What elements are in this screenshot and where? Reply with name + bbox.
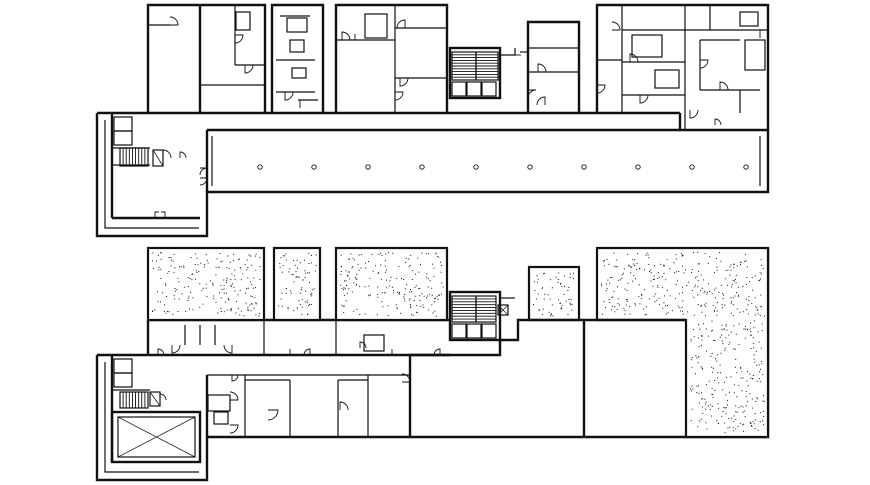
lower-central-stair [448,290,515,342]
corridor-columns [257,164,749,170]
upper-floor-plan [95,3,770,238]
upper-north-rooms [146,3,449,113]
corridor-column [527,164,533,170]
upper-outer-walls [95,111,770,238]
upper-east-rooms [595,3,770,130]
corridor-column [365,164,371,170]
corridor-column [635,164,641,170]
upper-west-wing [110,113,208,220]
lower-room-row [157,320,441,356]
upper-center-east-rooms [520,20,581,113]
hatched-zone-5 [595,246,770,439]
upper-central-stair [448,46,521,100]
upper-west-stair [119,147,149,167]
lower-south-rooms [207,373,411,437]
speckled-zones [146,246,770,439]
corridor-column [257,164,263,170]
lower-west-wing [110,358,202,464]
hatched-zone-4 [527,265,581,322]
corridor-column [689,164,695,170]
lower-central-halls [408,318,686,437]
corridor-column [743,164,749,170]
lower-floor-plan [95,246,770,482]
corridor-column [311,164,317,170]
lift-shaft [110,410,202,464]
corridor-column [473,164,479,170]
hatched-zone-3 [334,246,449,322]
corridor-column [581,164,587,170]
hatched-zone-2 [272,246,322,322]
corridor-column [419,164,425,170]
